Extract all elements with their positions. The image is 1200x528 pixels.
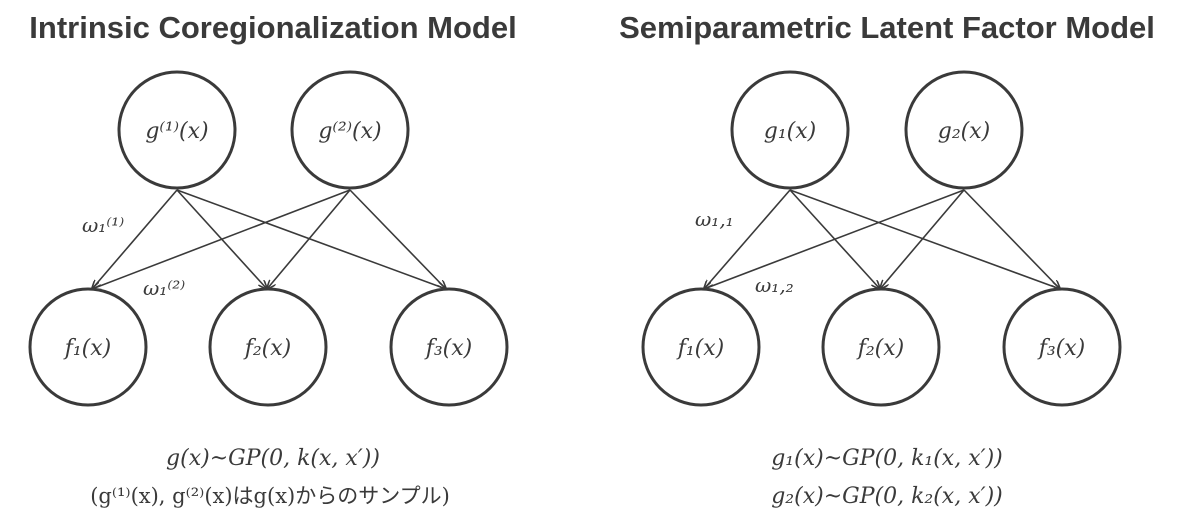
right-panel: Semiparametric Latent Factor Model g₁(x)… [619, 10, 1155, 509]
edge-g2-f1 [704, 189, 965, 289]
latent-node-label: g₁(x) [764, 119, 816, 144]
edge-g2-f3 [349, 189, 446, 289]
output-node-label: f₁(x) [676, 336, 725, 361]
edge-g1-f3 [176, 189, 446, 289]
left-panel: Intrinsic Coregionalization Model g⁽¹⁾(x… [28, 10, 517, 508]
edge-g1-f1 [704, 189, 791, 289]
latent-node-g2: g⁽²⁾(x) [290, 70, 410, 190]
right-panel-title: Semiparametric Latent Factor Model [619, 10, 1155, 45]
left-formula-line1: g(x)~GP(0, k(x, x′)) [166, 446, 380, 471]
output-node-label: f₁(x) [63, 336, 112, 361]
output-node-label: f₃(x) [424, 336, 473, 361]
edge-g1-f3 [789, 189, 1060, 289]
output-node-label: f₂(x) [856, 336, 905, 361]
right-formula-line1: g₁(x)~GP(0, k₁(x, x′)) [771, 446, 1003, 471]
right-edges [704, 189, 1060, 289]
latent-node-g2: g₂(x) [904, 70, 1024, 190]
left-formula-line2: (g⁽¹⁾(x), g⁽²⁾(x)はg(x)からのサンプル) [90, 484, 450, 508]
output-node-f3: f₃(x) [1002, 287, 1122, 407]
weight-label-1: ω₁,₁ [695, 207, 734, 231]
weight-label-2: ω₁⁽²⁾ [143, 276, 185, 300]
latent-node-label: g₂(x) [938, 119, 990, 144]
output-node-label: f₃(x) [1037, 336, 1086, 361]
output-node-f1: f₁(x) [28, 287, 148, 407]
output-node-label: f₂(x) [243, 336, 292, 361]
output-node-f2: f₂(x) [821, 287, 941, 407]
weight-label-2: ω₁,₂ [755, 273, 794, 297]
left-edges [92, 189, 446, 289]
output-node-f2: f₂(x) [208, 287, 328, 407]
edge-g2-f1 [92, 189, 351, 289]
latent-node-g1: g⁽¹⁾(x) [117, 70, 237, 190]
latent-node-label: g⁽²⁾(x) [318, 119, 381, 144]
output-node-f1: f₁(x) [641, 287, 761, 407]
output-node-f3: f₃(x) [389, 287, 509, 407]
edge-g2-f3 [963, 189, 1060, 289]
latent-node-label: g⁽¹⁾(x) [145, 119, 208, 144]
latent-node-g1: g₁(x) [730, 70, 850, 190]
right-formula-line2: g₂(x)~GP(0, k₂(x, x′)) [771, 484, 1003, 509]
left-panel-title: Intrinsic Coregionalization Model [29, 10, 516, 45]
weight-label-1: ω₁⁽¹⁾ [82, 213, 124, 237]
edge-g2-f2 [267, 189, 351, 289]
edge-g1-f1 [92, 189, 178, 289]
edge-g2-f2 [880, 189, 965, 289]
